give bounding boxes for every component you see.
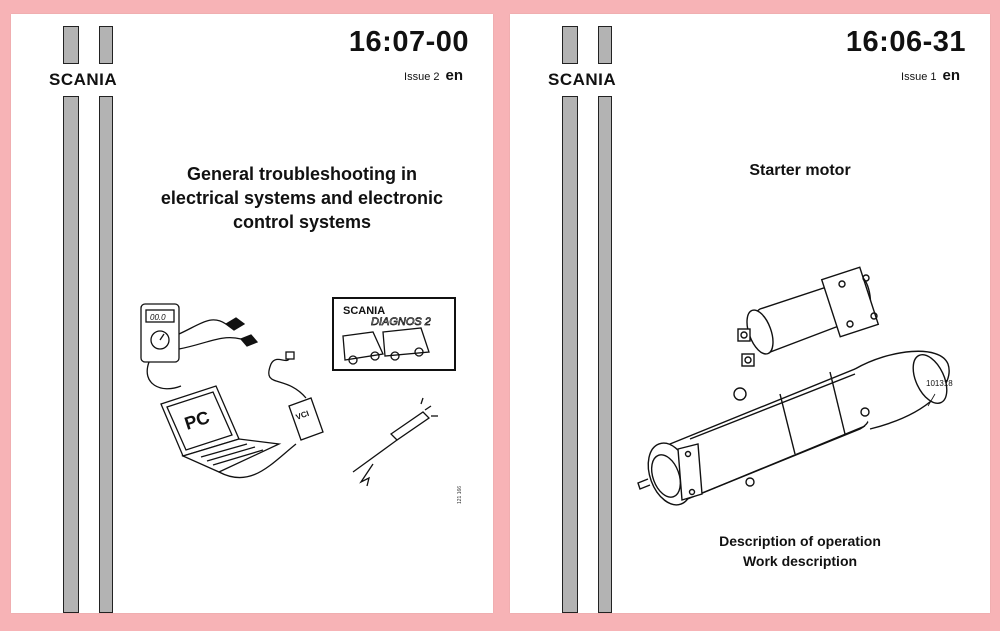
decor-bar-top-1 — [562, 26, 578, 64]
decor-bar-top-1 — [63, 26, 79, 64]
issue-label: Issue 2 — [404, 71, 440, 83]
document-subtitles: Description of operation Work descriptio… — [620, 531, 980, 571]
laptop-icon: PC — [160, 385, 282, 473]
subtitle-line: Work description — [742, 553, 858, 569]
language-code: en — [942, 67, 960, 84]
subtitle-line: Description of operation — [719, 533, 881, 549]
decor-bar-top-2 — [598, 26, 612, 64]
issue-line: Issue 1 en — [901, 67, 960, 84]
vci-interface-icon: VCI — [288, 397, 324, 441]
title-line: control systems — [232, 212, 372, 232]
scania-logo: SCANIA — [49, 70, 118, 89]
decor-bar-main-2 — [598, 96, 612, 613]
title-line: General troubleshooting in — [186, 164, 417, 184]
manual-cover-right: SCANIA 16:06-31 Issue 1 en Starter motor — [510, 14, 990, 613]
scania-logo: SCANIA — [548, 70, 617, 89]
title-line: Starter motor — [749, 162, 851, 179]
issue-line: Issue 2 en — [404, 67, 463, 84]
issue-label: Issue 1 — [901, 71, 937, 83]
manual-cover-left: SCANIA 16:07-00 Issue 2 en General troubl… — [11, 14, 493, 613]
diagnos-software-box: SCANIA DIAGNOS 2 — [332, 297, 456, 371]
starter-motor-illustration — [637, 266, 950, 506]
decor-bar-main-1 — [63, 96, 79, 613]
illustration-ref-number: 101318 — [926, 379, 953, 388]
decor-bar-main-2 — [99, 96, 113, 613]
document-title: General troubleshooting in electrical sy… — [121, 162, 483, 234]
decor-bar-top-2 — [99, 26, 113, 64]
document-number: 16:06-31 — [845, 26, 966, 58]
document-title: Starter motor — [620, 162, 980, 180]
decor-bar-main-1 — [562, 96, 578, 613]
diagnos-name: DIAGNOS 2 — [371, 316, 431, 328]
terminal-icon — [733, 328, 755, 401]
title-line: electrical systems and electronic — [160, 188, 444, 208]
multimeter-display: 00.0 — [150, 313, 166, 322]
diagnos-brand: SCANIA — [343, 305, 385, 317]
illustration-ref-number: 121 166 — [457, 486, 463, 504]
vci-label: VCI — [295, 409, 311, 422]
multimeter-icon: 00.0 — [140, 303, 180, 363]
test-probe-icon — [352, 397, 438, 487]
language-code: en — [445, 67, 463, 84]
diagnostic-tools-illustration: 00.0 PC VCI SCANIA D — [140, 297, 463, 504]
document-number: 16:07-00 — [348, 26, 469, 58]
